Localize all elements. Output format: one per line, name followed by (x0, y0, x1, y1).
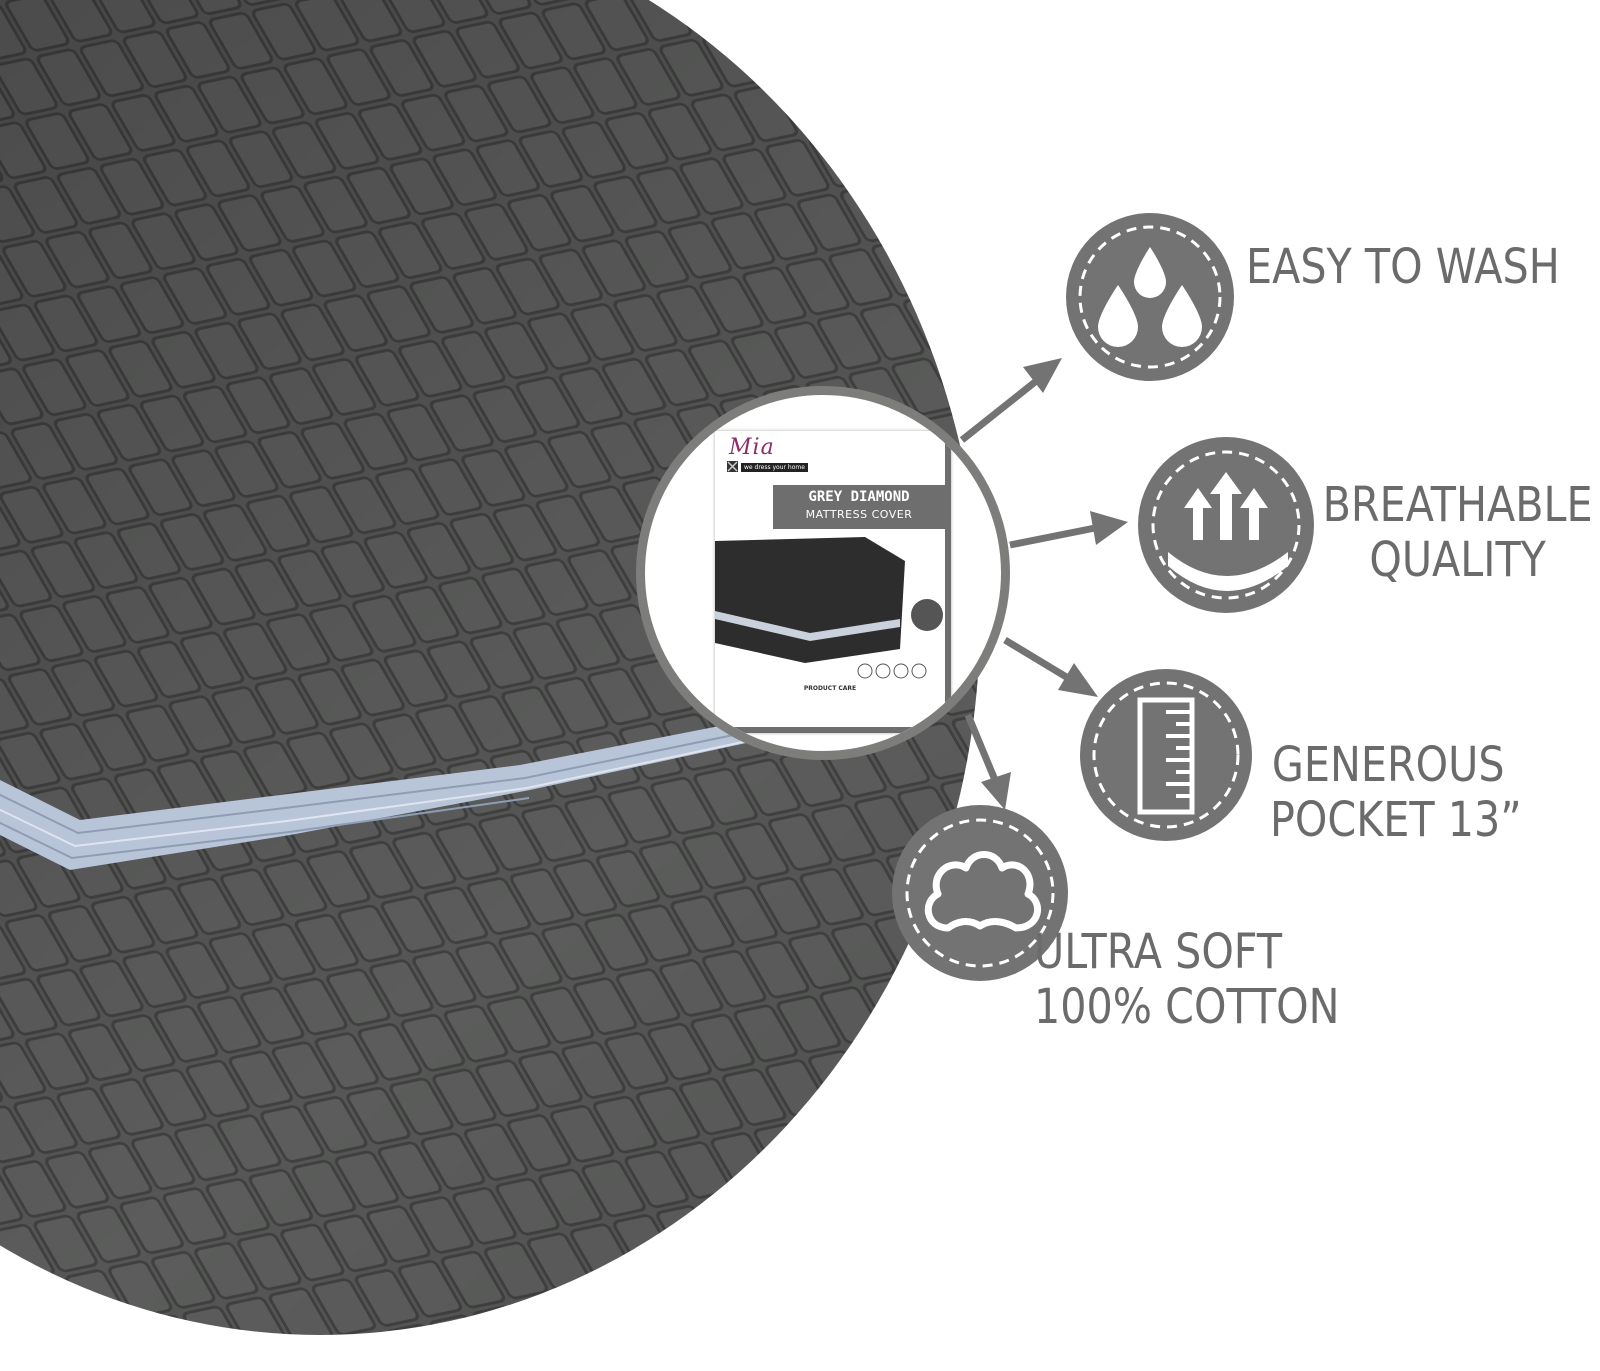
feature-line: 100% COTTON (1034, 979, 1340, 1036)
brand-logo: Mia (729, 435, 775, 460)
product-care-heading: PRODUCT CARE (803, 685, 857, 692)
ruler-icon (1080, 669, 1252, 841)
cotton-icon (892, 805, 1068, 981)
package-subtitle: MATTRESS COVER (805, 508, 913, 521)
feature-line: EASY TO WASH (1246, 239, 1560, 295)
feature-label-breathable: BREATHABLE QUALITY (1314, 477, 1600, 589)
package-inset: Mia we dress your home GREY DIAMOND MATT… (636, 386, 1010, 760)
feature-line: QUALITY (1369, 532, 1546, 589)
package-card: Mia we dress your home GREY DIAMOND MATT… (715, 431, 951, 733)
arrow-head-3 (1058, 663, 1098, 697)
feature-label-soft: ULTRA SOFT 100% COTTON (1034, 924, 1340, 1036)
feature-line: POCKET 13” (1270, 792, 1522, 849)
package-title: GREY DIAMOND (808, 489, 910, 505)
water-drops-icon (1066, 213, 1234, 381)
feature-line: ULTRA SOFT (1034, 924, 1283, 980)
breathable-arrows-icon (1138, 437, 1314, 613)
care-icons (857, 663, 927, 679)
arrow-head-1 (1023, 358, 1062, 393)
arrow-head-4 (981, 772, 1011, 810)
feature-line: GENEROUS (1271, 737, 1505, 793)
feature-label-easy-wash: EASY TO WASH (1246, 239, 1560, 295)
feature-label-pocket: GENEROUS POCKET 13” (1270, 737, 1522, 849)
package-mattress-photo (715, 537, 943, 679)
brand-tagline: we dress your home (741, 463, 808, 472)
feature-line: BREATHABLE (1322, 477, 1593, 533)
arrow-head-2 (1090, 511, 1128, 545)
title-band: GREY DIAMOND MATTRESS COVER (773, 485, 945, 529)
brand-mark-icon (727, 461, 738, 472)
arrows (959, 358, 1128, 810)
